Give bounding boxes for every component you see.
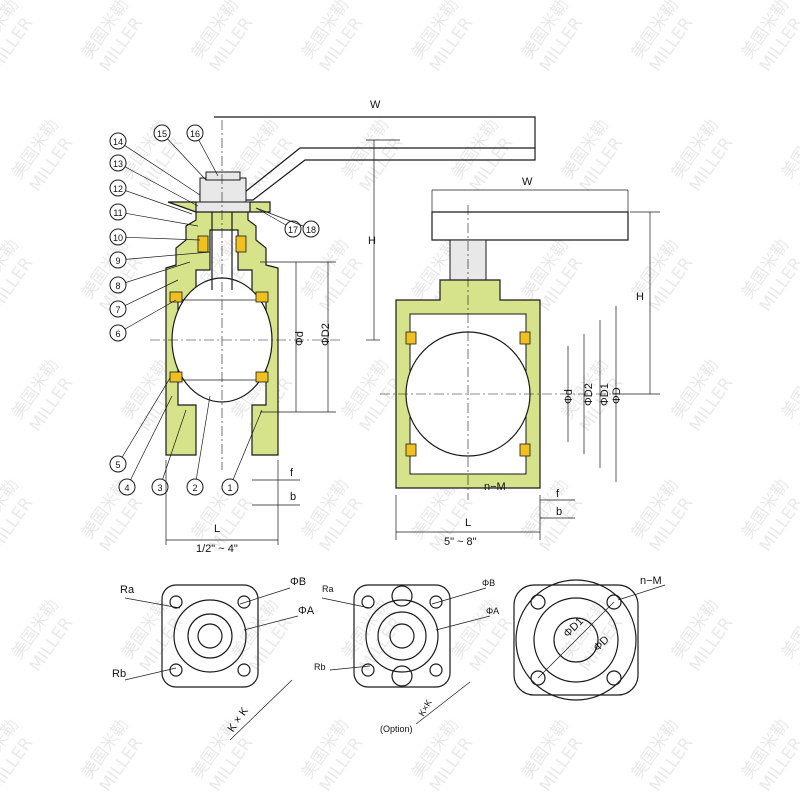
- part-bubble-18: [302, 220, 320, 238]
- watermark-cn: 美国米勒: [778, 596, 800, 663]
- leader-8: [117, 261, 191, 286]
- right-dim-nM: n−M: [484, 481, 506, 493]
- leader-13: [117, 162, 199, 207]
- part-bubble-2: [186, 478, 204, 496]
- part-number-3: 3: [157, 483, 162, 493]
- part-number-6: 6: [115, 329, 120, 339]
- watermark-cn: 美国米勒: [778, 356, 800, 423]
- bv1-Rb: Rb: [112, 668, 126, 680]
- part-number-15: 15: [157, 129, 167, 139]
- leader-6: [117, 299, 177, 334]
- right-dim-b: b: [556, 506, 562, 518]
- left-dim-f: f: [290, 467, 294, 479]
- right-dim-f: f: [556, 488, 560, 500]
- part-number-8: 8: [115, 281, 120, 291]
- left-size-range: 1/2" ~ 4": [196, 543, 238, 555]
- leader-12: [117, 187, 193, 215]
- part-bubble-6: [109, 324, 127, 342]
- part-bubble-8: [109, 276, 127, 294]
- right-dim-L: L: [465, 517, 471, 529]
- bv3-nM: n−M: [640, 575, 662, 587]
- leader-18: [255, 207, 312, 230]
- left-dim-L: L: [214, 523, 220, 535]
- part-bubble-16: [186, 124, 204, 142]
- part-bubble-5: [109, 455, 127, 473]
- left-dim-W: W: [370, 99, 381, 111]
- right-section-view: W H Φd ΦD2 ΦD1 ΦD n−M f b: [380, 176, 660, 548]
- part-number-17: 17: [288, 225, 298, 235]
- leader-4: [126, 395, 173, 488]
- part-number-9: 9: [115, 256, 120, 266]
- leader-3: [159, 409, 187, 488]
- part-bubble-14: [109, 132, 127, 150]
- left-dim-b: b: [290, 491, 296, 503]
- bv2-KxK: K×K: [417, 698, 434, 718]
- part-bubble-17: [284, 220, 302, 238]
- part-bubble-9: [109, 251, 127, 269]
- part-bubble-7: [109, 300, 127, 318]
- part-number-7: 7: [115, 305, 120, 315]
- leader-2: [194, 395, 211, 488]
- leader-1: [229, 409, 263, 488]
- part-bubble-10: [109, 228, 127, 246]
- right-dim-D1: ΦD1: [599, 383, 611, 406]
- leader-5: [117, 377, 171, 465]
- right-dim-D2: ΦD2: [583, 383, 595, 406]
- bv2-A: ΦA: [486, 606, 499, 616]
- bottom-view-1: Ra ΦB ΦA Rb K × K: [112, 576, 315, 741]
- part-bubble-1: [221, 478, 239, 496]
- right-dim-d: Φd: [563, 389, 575, 404]
- leader-9: [117, 251, 211, 261]
- bv2-Ra: Ra: [322, 584, 334, 594]
- right-size-range: 5" ~ 8": [444, 536, 477, 548]
- right-dim-D: ΦD: [611, 387, 623, 404]
- part-bubble-4: [118, 478, 136, 496]
- part-number-12: 12: [113, 184, 123, 194]
- left-dim-H: H: [368, 235, 376, 247]
- right-dim-H: H: [636, 291, 644, 303]
- leader-14: [117, 140, 201, 196]
- part-number-10: 10: [113, 233, 123, 243]
- bv1-A: ΦA: [298, 605, 315, 617]
- bv1-Ra: Ra: [120, 584, 135, 596]
- left-dim-D2: ΦD2: [320, 323, 332, 346]
- part-bubble-3: [151, 478, 169, 496]
- part-bubble-12: [109, 179, 127, 197]
- leader-7: [117, 279, 179, 310]
- part-bubble-11: [109, 203, 127, 221]
- bv1-B: ΦB: [290, 576, 306, 588]
- leader-10: [117, 236, 201, 241]
- part-number-11: 11: [113, 208, 122, 218]
- bv2-B: ΦB: [482, 578, 495, 588]
- leader-11: [117, 211, 199, 227]
- part-number-4: 4: [124, 483, 129, 493]
- leader-15: [161, 132, 207, 181]
- part-number-16: 16: [190, 129, 200, 139]
- part-number-14: 14: [113, 137, 123, 147]
- part-bubble-13: [109, 154, 127, 172]
- part-number-1: 1: [227, 483, 232, 493]
- left-dim-d: Φd: [294, 331, 306, 346]
- bv2-option: (Option): [380, 724, 413, 734]
- part-number-5: 5: [115, 460, 120, 470]
- part-number-18: 18: [306, 225, 316, 235]
- part-number-13: 13: [113, 159, 123, 169]
- watermark-cn: 美国米勒: [778, 116, 800, 183]
- bv2-Rb: Rb: [314, 662, 326, 672]
- right-dim-W: W: [522, 176, 533, 188]
- part-bubble-15: [153, 124, 171, 142]
- part-number-2: 2: [192, 483, 197, 493]
